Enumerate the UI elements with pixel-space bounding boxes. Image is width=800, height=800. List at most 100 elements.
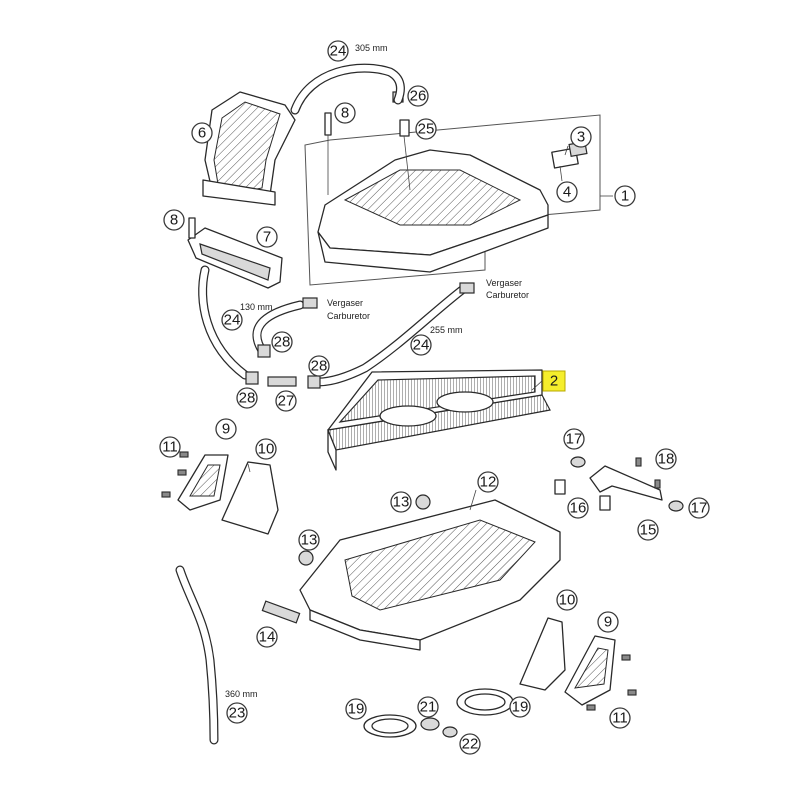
clip-14 (261, 600, 301, 624)
svg-text:16: 16 (570, 500, 587, 517)
callout-10-right: 10 (556, 589, 578, 611)
svg-text:19: 19 (512, 699, 529, 716)
length-notes: 305 mm 130 mm 255 mm 360 mm Vergaser Car… (225, 43, 529, 699)
clamp-28-c (307, 375, 321, 389)
svg-text:28: 28 (274, 334, 291, 351)
callout-24-top: 24 (327, 40, 349, 62)
callout-23: 23 (226, 702, 248, 724)
seal-ring-19-right-inner (464, 693, 506, 711)
svg-text:21: 21 (420, 699, 437, 716)
screw-11-b (177, 469, 187, 476)
callout-14: 14 (256, 626, 278, 648)
screw-11-f (586, 704, 596, 711)
svg-text:14: 14 (259, 629, 276, 646)
grommet-21 (420, 717, 440, 731)
airbox-lid-group (304, 91, 601, 286)
svg-text:13: 13 (301, 532, 318, 549)
airbox-housing-front (309, 609, 421, 651)
note-carb-en-2: Carburetor (486, 290, 529, 300)
note-360mm: 360 mm (225, 689, 258, 699)
intake-boot-ribs (213, 101, 281, 193)
svg-text:1: 1 (621, 188, 629, 205)
svg-text:27: 27 (278, 393, 295, 410)
callout-22: 22 (459, 733, 481, 755)
svg-text:28: 28 (311, 358, 328, 375)
leader-lines (247, 145, 613, 511)
callout-24-130mm: 24 (221, 309, 243, 331)
flange-screw-8 (188, 217, 196, 239)
callout-28-a: 28 (271, 331, 293, 353)
airbox-housing-group (261, 494, 561, 651)
callout-3: 3 (570, 126, 592, 148)
screw-11-c (161, 491, 171, 498)
callout-1: 1 (614, 185, 636, 207)
svg-text:10: 10 (559, 592, 576, 609)
intake-boot-group (187, 91, 296, 289)
callout-18: 18 (655, 448, 677, 470)
svg-text:13: 13 (393, 494, 410, 511)
clamp-28-b (245, 371, 259, 385)
carburetor-nipple-1 (302, 297, 318, 309)
svg-text:18: 18 (658, 451, 675, 468)
callout-7: 7 (256, 226, 278, 248)
svg-text:26: 26 (410, 88, 427, 105)
svg-text:9: 9 (222, 421, 230, 438)
tee-fitting-27 (267, 376, 297, 387)
callout-17-top: 17 (563, 428, 585, 450)
svg-text:3: 3 (577, 129, 585, 146)
svg-text:17: 17 (566, 431, 583, 448)
screws-11 (161, 451, 637, 711)
svg-text:6: 6 (198, 125, 206, 142)
callout-8-top: 8 (334, 102, 356, 124)
callout-26: 26 (407, 85, 429, 107)
callout-6: 6 (191, 122, 213, 144)
bracket-group-left (177, 454, 279, 535)
svg-text:25: 25 (418, 121, 435, 138)
filter-opening-left (379, 405, 437, 427)
callout-21: 21 (417, 696, 439, 718)
grommet-13-b (298, 550, 314, 566)
note-130mm: 130 mm (240, 302, 273, 312)
callout-2-highlighted: 2 (542, 370, 566, 392)
screw-11-d (621, 654, 631, 661)
svg-text:24: 24 (224, 312, 241, 329)
clip-16-b (599, 495, 611, 511)
mount-bracket-15 (589, 465, 663, 501)
callout-16: 16 (567, 497, 589, 519)
svg-text:10: 10 (258, 441, 275, 458)
svg-text:8: 8 (170, 212, 178, 229)
callout-9-right: 9 (597, 611, 619, 633)
callout-19-right: 19 (509, 696, 531, 718)
note-carb-de-1: Vergaser (327, 298, 363, 308)
screw-18-a (635, 457, 642, 467)
airbox-lid-skirt (317, 214, 549, 273)
intake-boot-flange (202, 179, 276, 206)
carburetor-nipple-2 (459, 282, 475, 294)
grommet-22 (442, 726, 458, 738)
hoses (175, 63, 475, 745)
svg-text:4: 4 (563, 184, 571, 201)
callout-25: 25 (415, 118, 437, 140)
callout-13-left: 13 (298, 529, 320, 551)
seal-10-right (519, 617, 566, 691)
screw-11-e (627, 689, 637, 696)
bracket-9-right-grid (574, 647, 609, 689)
note-305mm: 305 mm (355, 43, 388, 53)
airbox-housing-inner (344, 519, 536, 611)
svg-text:15: 15 (640, 522, 657, 539)
note-carb-de-2: Vergaser (486, 278, 522, 288)
clip-16-a (554, 479, 566, 495)
clamp-28-a (257, 344, 271, 358)
filter-opening-right (436, 391, 494, 413)
callout-15: 15 (637, 519, 659, 541)
callout-13-top: 13 (390, 491, 412, 513)
svg-text:11: 11 (162, 439, 178, 456)
svg-text:12: 12 (480, 474, 497, 491)
svg-text:22: 22 (462, 736, 479, 753)
grommet-17-a (570, 456, 586, 468)
callout-8-left: 8 (163, 209, 185, 231)
air-filter-front (327, 429, 337, 471)
callout-11-right: 11 (609, 707, 631, 729)
seal-rings (363, 688, 514, 738)
